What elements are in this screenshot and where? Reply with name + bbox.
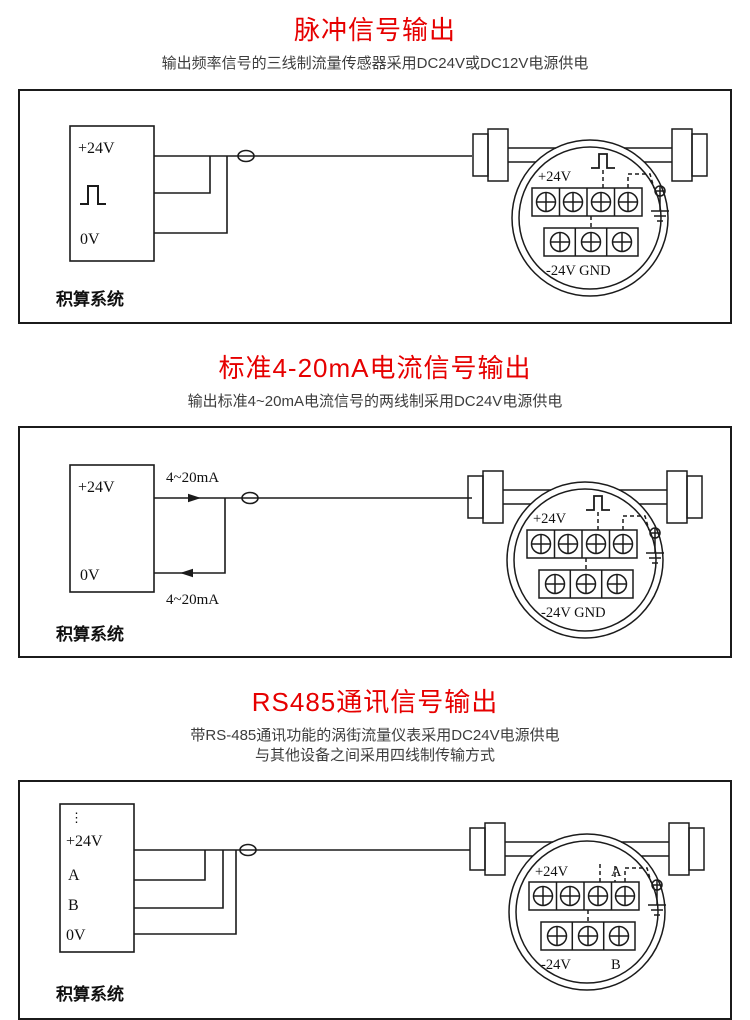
current-direction-arrow-left	[180, 568, 193, 578]
cable-gland-icon	[241, 491, 259, 505]
source-b-label: B	[68, 897, 79, 914]
flow-meter: +24V -24V GND	[468, 471, 702, 638]
meter-plus24v-label: +24V	[535, 864, 569, 880]
flow-meter: +24V -24V GND	[473, 129, 707, 296]
meter-minus24v-gnd-label: -24V GND	[546, 263, 611, 279]
meter-b-label: B	[611, 957, 621, 973]
meter-plus24v-label: +24V	[538, 169, 572, 185]
section-rs485-output: RS485通讯信号输出 带RS-485通讯功能的涡街流量仪表采用DC24V电源供…	[0, 682, 750, 1020]
section-subtitle-line2: 与其他设备之间采用四线制传输方式	[254, 746, 495, 764]
section-title: 脉冲信号输出	[293, 15, 456, 45]
pulse-wave-icon	[586, 495, 610, 511]
cable-gland-icon	[237, 149, 255, 162]
source-a-label: A	[68, 867, 80, 884]
cable-wires	[154, 491, 472, 574]
source-0v-label: 0V	[80, 231, 100, 248]
page: 脉冲信号输出 输出频率信号的三线制流量传感器采用DC24V或DC12V电源供电 …	[0, 10, 750, 1020]
meter-plus24v-label: +24V	[533, 511, 567, 527]
rs485-wiring-diagram: ⋮ +24V A B 0V 积算系统 +24V A	[56, 803, 730, 1004]
section-4-20ma-output: 标准4-20mA电流信号输出 输出标准4~20mA电流信号的两线制采用DC24V…	[0, 348, 750, 658]
meter-minus24v-label: -24V	[541, 957, 571, 973]
pulse-wave-icon	[80, 184, 106, 205]
source-plus24v-label: +24V	[78, 479, 115, 496]
rs485-diagram-frame: ⋮ +24V A B 0V 积算系统 +24V A	[18, 780, 732, 1020]
current-diagram-frame: +24V 0V 4~20mA 4~20mA 积算系统 +24V -24V GND	[18, 426, 732, 658]
section-title: 标准4-20mA电流信号输出	[218, 352, 532, 383]
pulse-wave-icon	[591, 152, 615, 169]
section-subtitle: 输出频率信号的三线制流量传感器采用DC24V或DC12V电源供电	[161, 55, 589, 72]
section-subtitle: 带RS-485通讯功能的涡街流量仪表采用DC24V电源供电	[190, 727, 560, 744]
cable-wires	[154, 149, 472, 234]
cable-wires	[134, 843, 470, 935]
flow-meter: +24V A -24V B	[470, 823, 704, 990]
source-0v-label: 0V	[66, 927, 86, 944]
wire-label-4-20ma-bottom: 4~20mA	[166, 592, 219, 608]
more-terminals-dots: ⋮	[70, 810, 83, 825]
source-plus24v-label: +24V	[66, 833, 103, 850]
source-plus24v-label: +24V	[78, 140, 115, 157]
pulse-diagram-frame: +24V 0V 积算系统 +24V -24V GND	[18, 88, 732, 324]
totalizer-system-label: 积算系统	[56, 624, 124, 644]
flow-meter-body	[470, 823, 704, 990]
source-0v-label: 0V	[80, 567, 100, 584]
meter-minus24v-gnd-label: -24V GND	[541, 605, 606, 621]
totalizer-system-label: 积算系统	[56, 984, 124, 1004]
wire-label-4-20ma-top: 4~20mA	[166, 470, 219, 486]
pulse-wiring-diagram: +24V 0V 积算系统 +24V -24V GND	[56, 124, 730, 309]
section-subtitle: 输出标准4~20mA电流信号的两线制采用DC24V电源供电	[187, 392, 563, 410]
current-direction-arrow-right	[188, 493, 201, 503]
totalizer-system-label: 积算系统	[56, 289, 124, 309]
section-pulse-output: 脉冲信号输出 输出频率信号的三线制流量传感器采用DC24V或DC12V电源供电 …	[0, 10, 750, 324]
section-title: RS485通讯信号输出	[251, 687, 499, 717]
totalizer-box	[69, 464, 155, 593]
cable-gland-icon	[239, 843, 257, 857]
totalizer-box	[59, 803, 135, 953]
current-wiring-diagram: +24V 0V 4~20mA 4~20mA 积算系统 +24V -24V GND	[56, 464, 730, 644]
meter-a-label: A	[611, 864, 622, 880]
